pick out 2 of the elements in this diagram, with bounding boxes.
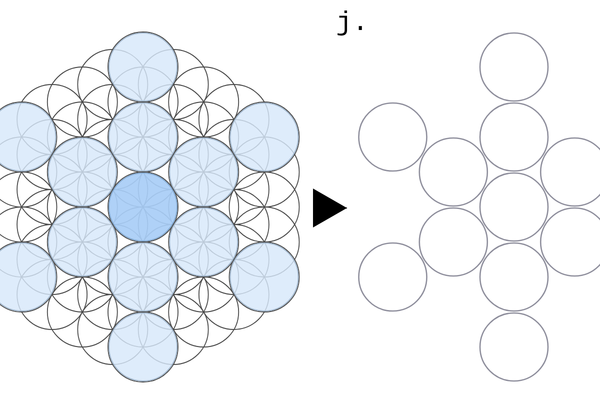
arrow <box>312 188 348 228</box>
panel-letter: j. <box>336 9 368 39</box>
